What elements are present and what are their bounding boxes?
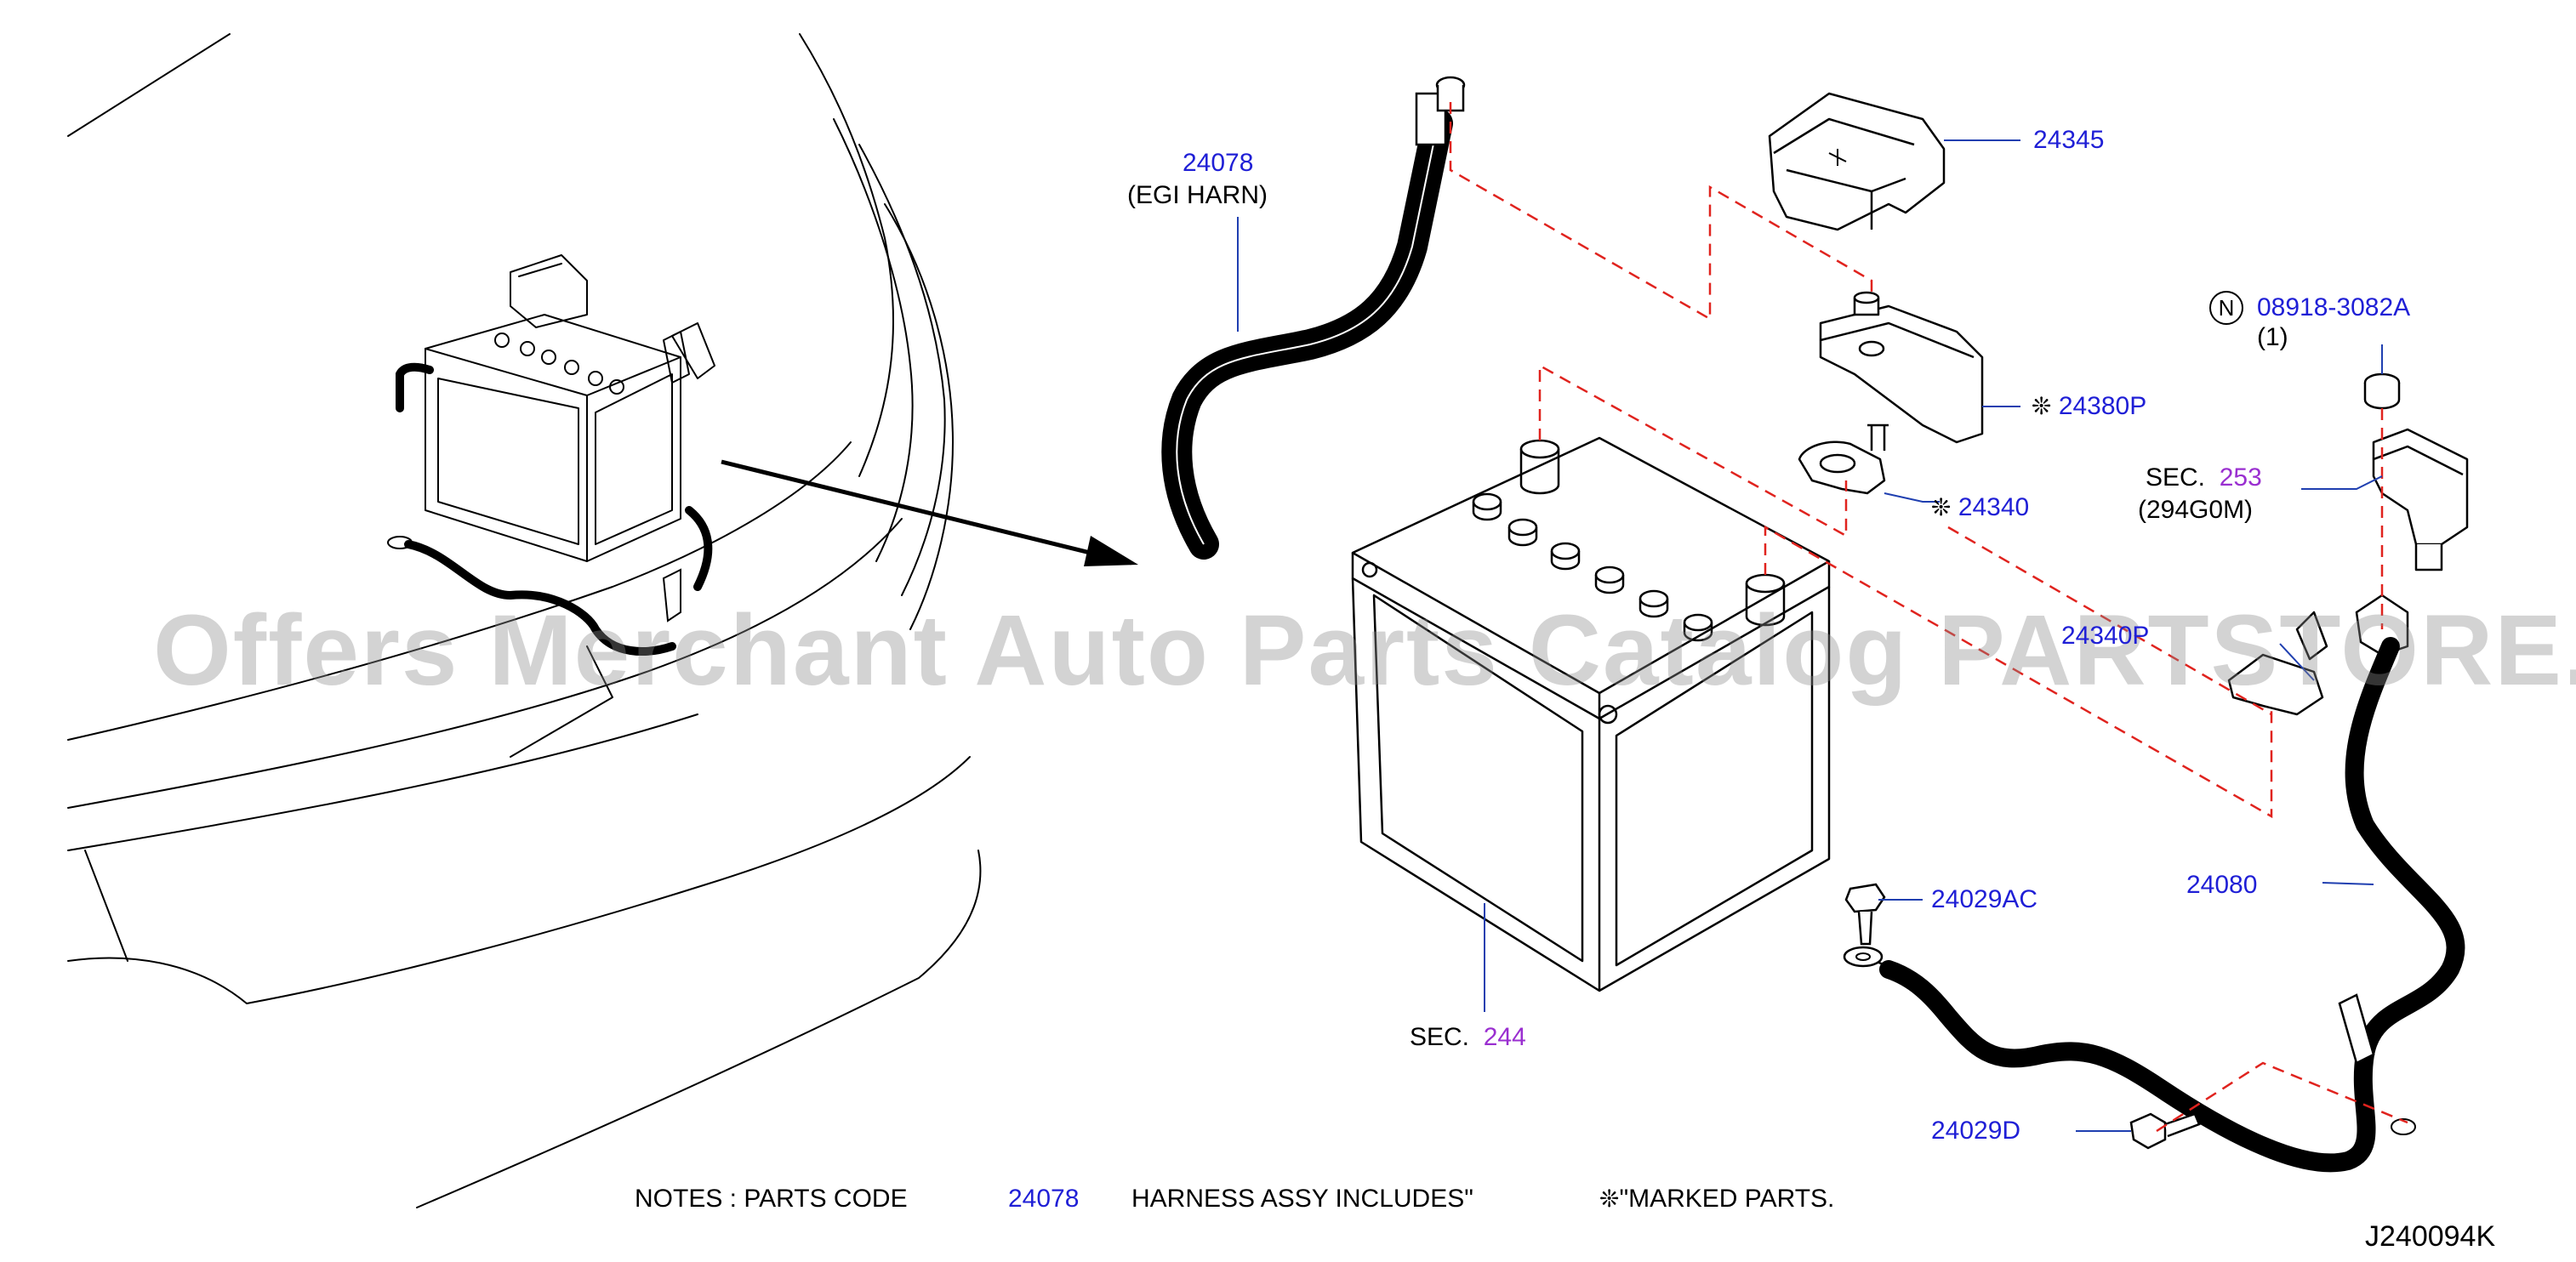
diagram-code: J240094K: [2365, 1220, 2496, 1253]
quantity-label: (1): [2257, 323, 2288, 351]
part-label-24340[interactable]: ❊ 24340: [1931, 493, 2029, 522]
overview-cables: [396, 362, 713, 656]
part-label-24029d[interactable]: 24029D: [1931, 1117, 2021, 1145]
part-label-24380p[interactable]: ❊ 24380P: [2032, 392, 2146, 421]
part-label-24078[interactable]: 24078: [1183, 149, 1254, 177]
part-label-08918-3082a[interactable]: 08918-3082A: [2257, 293, 2411, 321]
terminal-cover: [1768, 92, 1946, 231]
section-sub-294g0m: (294G0M): [2138, 496, 2254, 524]
bolt-24029d: [2129, 1112, 2201, 1150]
notes-code[interactable]: 24078: [1008, 1185, 1080, 1213]
part-number-24340: 24340: [1958, 493, 2030, 521]
sec-number-253: 253: [2219, 463, 2262, 492]
n-mark-circle: N: [2209, 291, 2243, 325]
notes-suffix: ❊"MARKED PARTS.: [1599, 1185, 1834, 1214]
notes-prefix: NOTES : PARTS CODE: [635, 1185, 908, 1213]
notes-middle: HARNESS ASSY INCLUDES": [1131, 1185, 1473, 1213]
marked-symbol: ❊: [1931, 493, 1952, 521]
leader-lines: [1237, 139, 2383, 1132]
assembly-dashed-lines: [1449, 102, 2408, 1133]
pointer-arrow: [721, 459, 1138, 566]
bracket-253: [2372, 428, 2469, 571]
part-label-24029ac[interactable]: 24029AC: [1931, 885, 2038, 913]
battery-main: [1351, 436, 1831, 992]
nut-08918: [2363, 372, 2401, 410]
part-label-24080[interactable]: 24080: [2186, 871, 2258, 899]
section-ref-253[interactable]: SEC. 253: [2146, 463, 2262, 492]
sec-text: SEC.: [1410, 1023, 1470, 1051]
part-number-24380p: 24380P: [2058, 392, 2147, 420]
terminal-clamp-24340: [1798, 424, 1889, 495]
notes-suffix-text: "MARKED PARTS.: [1619, 1185, 1835, 1213]
bolt-24029ac: [1844, 883, 1886, 946]
negative-cable-24080: [1843, 637, 2465, 1173]
part-label-24340p[interactable]: 24340P: [2061, 622, 2150, 650]
marked-symbol: ❊: [1599, 1185, 1620, 1213]
watermark-text: Offers Merchant Auto Parts Catalog PARTS…: [153, 594, 2576, 707]
n-mark-badge: N: [2209, 291, 2250, 325]
sec-number-244: 244: [1483, 1023, 1526, 1051]
terminal-24380p: [1819, 291, 1984, 444]
egi-harness-cable: [1161, 76, 1466, 560]
sec-text: SEC.: [2146, 463, 2206, 492]
overview-terminal: [387, 536, 681, 622]
section-ref-244[interactable]: SEC. 244: [1410, 1023, 1526, 1052]
part-desc-egi-harn: (EGI HARN): [1127, 181, 1268, 209]
part-label-24345[interactable]: 24345: [2033, 126, 2105, 154]
marked-symbol: ❊: [2032, 392, 2052, 420]
